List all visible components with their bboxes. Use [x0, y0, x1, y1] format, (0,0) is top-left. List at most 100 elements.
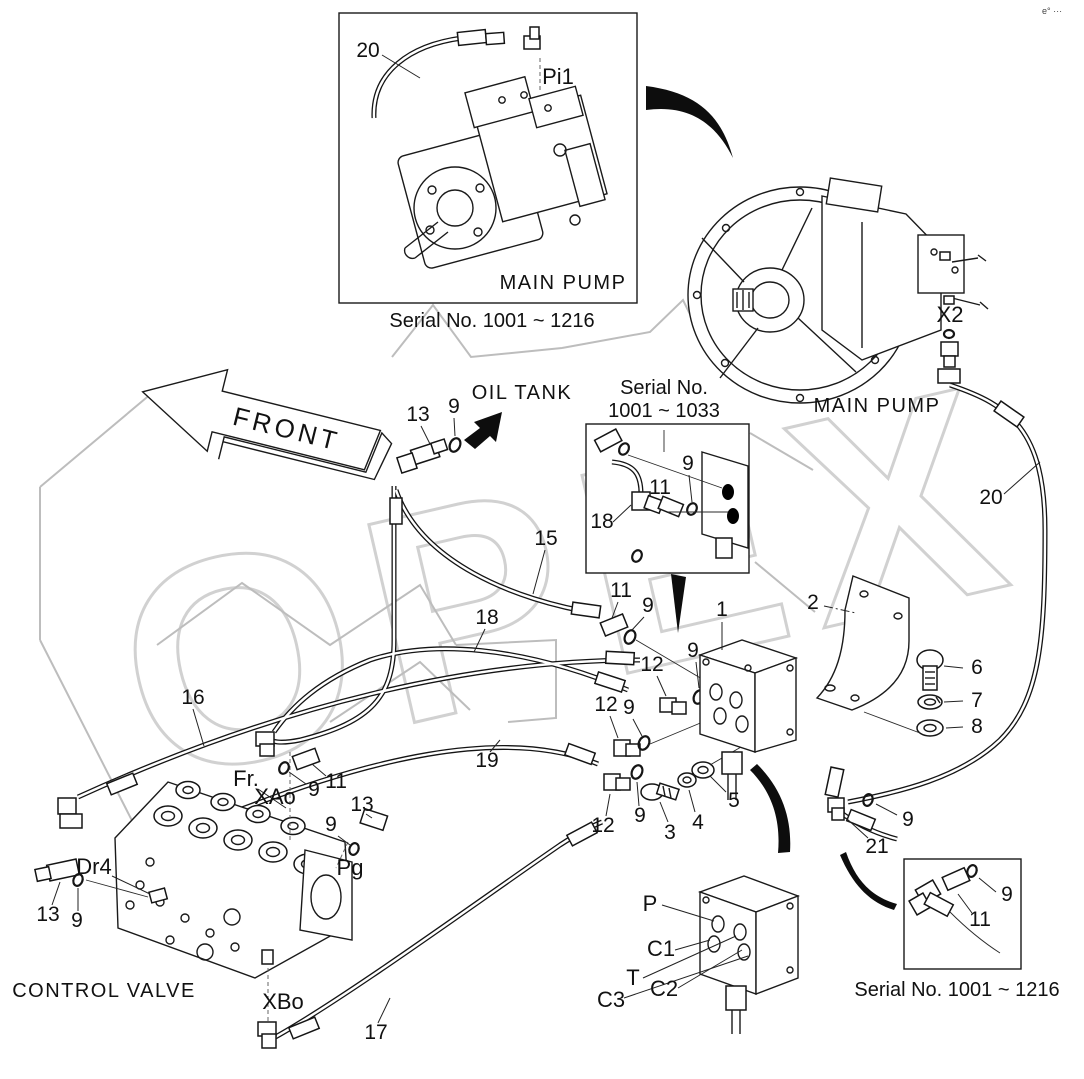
leader-c3 [623, 955, 749, 999]
callout-8: 8 [971, 715, 983, 738]
hose-coupling [389, 497, 403, 525]
hose-coupling [845, 808, 877, 832]
right-main-pump: MAIN PUMP X2 20 [687, 177, 1048, 805]
oil-tank-arrow-icon [464, 412, 502, 449]
adapter-11 [599, 613, 629, 637]
leader-c1 [674, 939, 711, 951]
inset-serial-bottom-right: Serial No. 1001 ~ 1216 [854, 979, 1059, 1001]
callout-6: 6 [971, 656, 983, 679]
port-label-p: P [643, 891, 658, 916]
callout-7: 7 [971, 689, 983, 712]
callout-11: 11 [649, 476, 671, 499]
callout-2: 2 [807, 591, 819, 614]
control-valve-caps [125, 780, 353, 965]
watermark-zigzag [749, 432, 816, 613]
hose-coupling [593, 671, 627, 693]
leader-20-inset [381, 54, 421, 79]
tear-mark-top [646, 86, 733, 158]
hoses [76, 486, 898, 1043]
elbow-21 [827, 793, 874, 821]
leader-3 [659, 801, 669, 823]
leader-12 [605, 793, 611, 817]
leader-13 [420, 425, 431, 445]
leader-dr4 [111, 875, 151, 895]
hose-coupling [565, 821, 599, 847]
tear-mark-mid [671, 574, 686, 633]
bolt-6 [916, 649, 944, 691]
inset-mid-serial-line2: 1001 ~ 1033 [608, 400, 720, 422]
port-label-c2: C2 [650, 976, 678, 1001]
bolt-washer-set [863, 649, 944, 737]
leader-16 [192, 708, 205, 747]
callout-9: 9 [623, 696, 635, 719]
leader-fr [257, 788, 287, 809]
hose-coupling [604, 650, 636, 666]
callout-13: 13 [406, 403, 429, 426]
callout-12: 12 [591, 814, 614, 837]
callout-1: 1 [716, 598, 728, 621]
caption-control-valve: CONTROL VALVE [12, 980, 196, 1002]
inset-mid-serial-line1: Serial No. [620, 377, 708, 399]
hose-20-inset-inner [372, 36, 463, 119]
leader-9 [337, 835, 351, 846]
callout-16: 16 [181, 686, 204, 709]
bolt-3 [640, 782, 681, 801]
main-pump-drawing-right [687, 177, 989, 404]
port-label-c1: C1 [647, 936, 675, 961]
callout-20-inset: 20 [356, 39, 379, 62]
port-label-xao: XAo [254, 784, 296, 809]
callout-21: 21 [865, 835, 888, 858]
callout-9: 9 [308, 778, 320, 801]
callout-12: 12 [594, 693, 617, 716]
callout-9: 9 [71, 909, 83, 932]
hose-20-inner [847, 383, 1047, 804]
port-label-c3: C3 [597, 987, 625, 1012]
center-fittings [599, 613, 761, 801]
washer-5-hole [697, 765, 709, 775]
leader-9 [453, 417, 456, 437]
leader-11 [611, 601, 619, 619]
control-valve: CONTROL VALVE [12, 731, 389, 1049]
oil-tank-callout: OIL TANK 13 9 [395, 382, 571, 475]
callout-18: 18 [475, 606, 498, 629]
leader-9 [695, 661, 700, 689]
leader-9 [688, 474, 693, 503]
inset-br-drawing [908, 864, 1001, 954]
washer-4-hole [682, 776, 692, 784]
leader-6 [943, 665, 964, 669]
tear-marks [646, 86, 897, 910]
leader-13 [365, 813, 373, 819]
hose-coupling [824, 766, 845, 799]
hose-inner [77, 658, 641, 799]
callout-17: 17 [364, 1021, 387, 1044]
callout-3: 3 [664, 821, 676, 844]
leader-11 [311, 763, 327, 777]
leader-18 [473, 628, 486, 653]
washer-4 [677, 772, 697, 788]
fitting-13-oil-tank [395, 437, 462, 475]
watermark-zigzag [156, 581, 557, 723]
block-1-connector [721, 751, 743, 775]
leader-15 [532, 549, 546, 595]
leader-18 [612, 504, 632, 523]
leader-4 [688, 789, 696, 813]
leader-9 [978, 877, 997, 893]
hose-coupling [287, 1016, 321, 1040]
hose-inner [265, 486, 396, 744]
elbow-12a [659, 689, 706, 715]
tear-mark-block [750, 764, 791, 853]
leader-11 [957, 893, 973, 914]
callout-9: 9 [1001, 883, 1013, 906]
oring-9 [862, 793, 874, 807]
leader-2 [823, 605, 857, 614]
fitting-xao [255, 731, 321, 842]
port-label-xbo: XBo [262, 989, 304, 1014]
callout-13: 13 [36, 903, 59, 926]
callout-9: 9 [634, 804, 646, 827]
front-arrow-depth [217, 431, 393, 481]
leader-9 [875, 803, 898, 816]
corner-mark: e° ··· [1042, 6, 1062, 16]
callout-9: 9 [325, 813, 337, 836]
caption-main-pump-right: MAIN PUMP [814, 395, 941, 417]
inset-caption-main-pump: MAIN PUMP [500, 272, 627, 294]
